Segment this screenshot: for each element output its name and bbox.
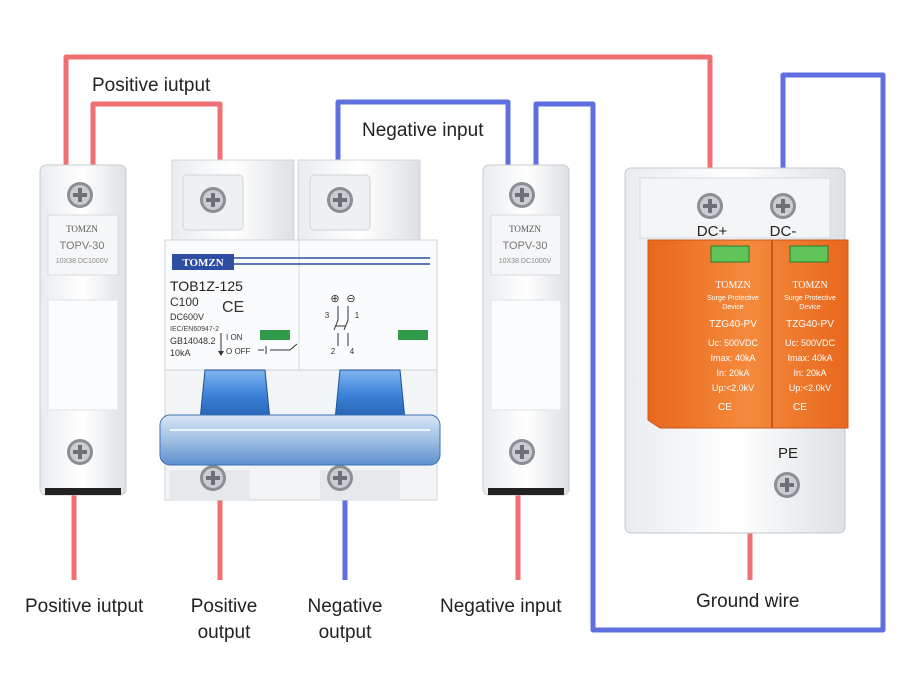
label-line: Negative — [307, 596, 383, 617]
spd-module-uc: Uc: 500VDC — [785, 338, 836, 348]
fuse-left-brand: TOMZN — [66, 224, 98, 234]
label-top-positive-output: Positive iutput — [92, 75, 211, 96]
breaker-ce: CE — [222, 299, 244, 316]
breaker-pin-2: 2 — [331, 347, 336, 356]
spd-module-imax: Imax: 40kA — [710, 353, 755, 363]
fuse-right-model: TOPV-30 — [502, 240, 547, 252]
status-indicator-green — [260, 330, 290, 340]
breaker-model: TOB1Z-125 — [170, 278, 243, 294]
screw-icon — [67, 439, 93, 465]
spd-module-2: TOMZN Surge Protective Device TZG40-PV U… — [784, 280, 836, 413]
spd-module-brand: TOMZN — [715, 280, 750, 291]
breaker-on-label: I ON — [226, 333, 243, 342]
label-ground-wire: Ground wire — [696, 591, 800, 612]
fuse-holder-right: TOMZN TOPV-30 10X38 DC1000V — [482, 164, 570, 496]
spd-module-in: In: 20kA — [793, 368, 826, 378]
label-line: Positive — [190, 596, 258, 617]
fuse-holder-left: TOMZN TOPV-30 10X38 DC1000V — [39, 164, 127, 496]
spd-module-in: In: 20kA — [716, 368, 749, 378]
label-bottom-positive-iutput: Positive iutput — [25, 596, 144, 617]
spd-module-uc: Uc: 500VDC — [708, 338, 759, 348]
spd-module-sub1: Surge Protective — [707, 295, 759, 302]
spd-terminal-minus: DC- — [770, 223, 797, 240]
spd-module-1: TOMZN Surge Protective Device TZG40-PV U… — [707, 280, 759, 413]
positive-wires — [63, 54, 753, 580]
negative-wire-fuse-to-spd — [533, 72, 886, 633]
label-bottom-negative-output: Negative output — [293, 594, 397, 646]
spd-module-sub2: Device — [722, 304, 744, 311]
positive-wire-fuse-to-spd — [63, 54, 713, 190]
spd-module-up: Up:<2.0kV — [712, 383, 754, 393]
breaker-rating: C100 — [170, 295, 199, 309]
spd-indicator-window — [710, 245, 750, 263]
fuse-left-model: TOPV-30 — [59, 240, 104, 252]
screw-icon — [327, 465, 353, 491]
spd-indicator-window — [789, 245, 829, 263]
breaker-term-minus: ⊖ — [346, 293, 355, 305]
spd-module-model: TZG40-PV — [786, 319, 834, 330]
screw-icon — [200, 465, 226, 491]
breaker-voltage: DC600V — [170, 312, 204, 322]
label-bottom-negative-input: Negative input — [440, 596, 562, 617]
screw-icon — [509, 182, 535, 208]
screw-icon — [774, 472, 800, 498]
fuse-right-spec: 10X38 DC1000V — [499, 258, 552, 265]
status-indicator-green — [398, 330, 428, 340]
screw-icon — [770, 193, 796, 219]
breaker-pin-3: 3 — [325, 311, 330, 320]
screw-icon — [697, 193, 723, 219]
breaker-pin-1: 1 — [355, 311, 360, 320]
fuse-left-spec: 10X38 DC1000V — [56, 258, 109, 265]
breaker-capacity: 10kA — [170, 348, 191, 358]
label-line: output — [197, 622, 251, 643]
circuit-breaker: TOMZN TOB1Z-125 C100 CE DC600V IEC/EN609… — [159, 159, 441, 501]
spd-module-model: TZG40-PV — [709, 319, 757, 330]
fuse-right-brand: TOMZN — [509, 224, 541, 234]
breaker-standard-1: IEC/EN60947-2 — [170, 326, 219, 333]
breaker-pin-4: 4 — [350, 347, 355, 356]
breaker-standard-2: GB14048.2 — [170, 336, 216, 346]
breaker-off-label: O OFF — [226, 347, 251, 356]
positive-wire-fuse-to-breaker — [90, 101, 223, 170]
screw-icon — [67, 182, 93, 208]
surge-protective-device: DC+ DC- TOMZN Surge Protective Device TZ… — [624, 167, 849, 534]
label-line: output — [318, 622, 372, 643]
screw-icon — [200, 187, 226, 213]
spd-terminal-pe: PE — [778, 445, 798, 462]
spd-module-sub2: Device — [799, 304, 821, 311]
spd-terminal-plus: DC+ — [697, 223, 728, 240]
breaker-brand: TOMZN — [182, 257, 223, 269]
breaker-handle-left[interactable] — [199, 369, 271, 421]
spd-module-imax: Imax: 40kA — [787, 353, 832, 363]
spd-module-brand: TOMZN — [792, 280, 827, 291]
breaker-term-plus: ⊕ — [330, 293, 339, 305]
label-bottom-positive-output: Positive output — [172, 594, 276, 646]
spd-module-ce: CE — [718, 402, 732, 413]
label-top-negative-input: Negative input — [362, 120, 484, 141]
screw-icon — [327, 187, 353, 213]
screw-icon — [509, 439, 535, 465]
breaker-schematic-icon — [333, 306, 349, 346]
negative-wire-breaker-to-fuse — [335, 99, 511, 170]
breaker-tie-bar[interactable] — [159, 414, 441, 466]
breaker-handle-right[interactable] — [334, 369, 406, 421]
spd-module-up: Up:<2.0kV — [789, 383, 831, 393]
spd-module-sub1: Surge Protective — [784, 295, 836, 302]
negative-wires — [335, 72, 886, 633]
breaker-curve-symbol-icon — [258, 343, 298, 354]
spd-module-ce: CE — [793, 402, 807, 413]
